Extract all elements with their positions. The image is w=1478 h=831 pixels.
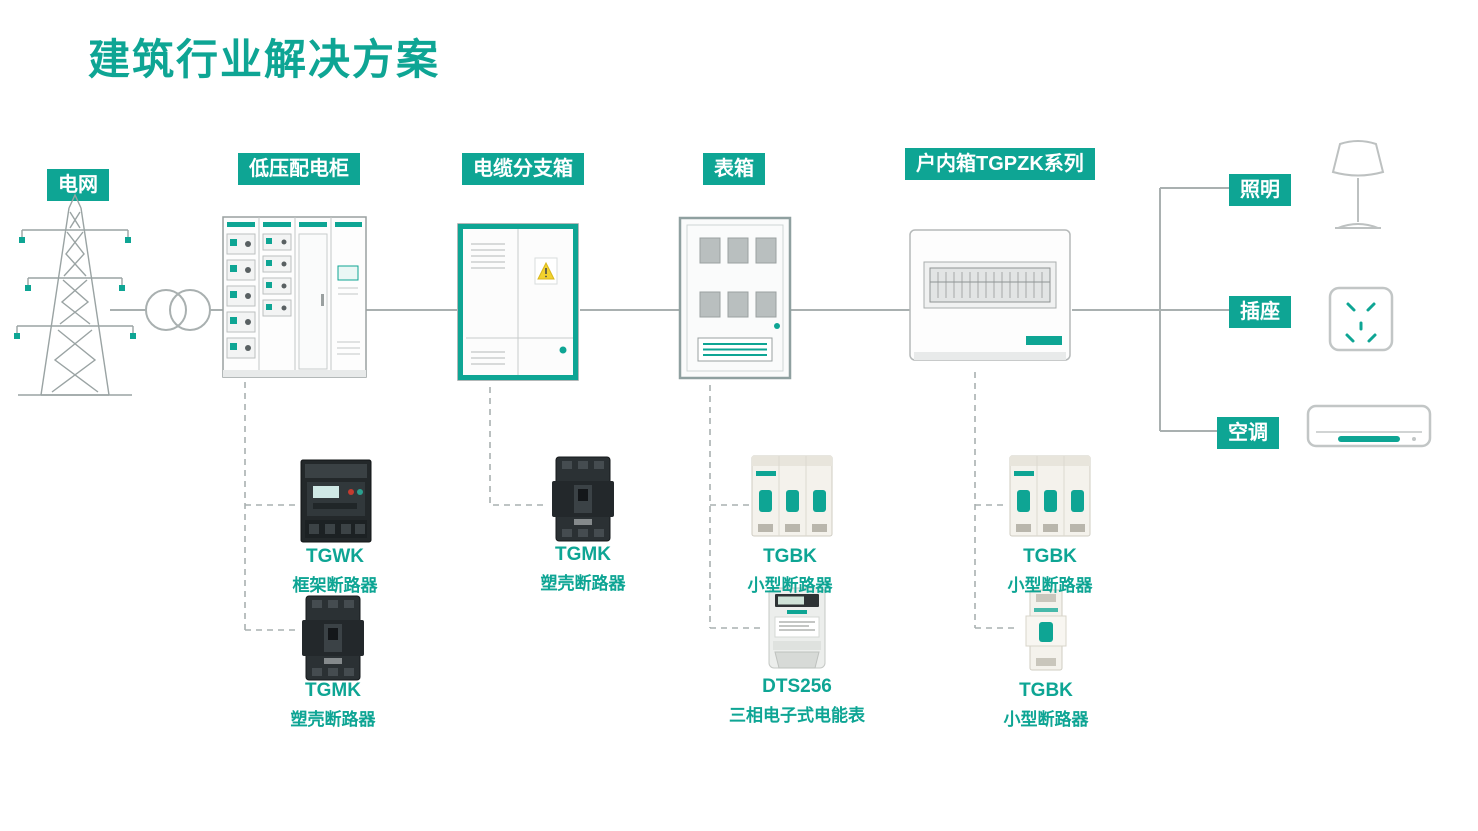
air-conditioner-icon (1306, 404, 1432, 452)
stage-label-meter-box: 表箱 (703, 153, 765, 185)
product-image-dts256 (765, 586, 829, 676)
cable-branch-box-illustration (455, 218, 581, 386)
product-name: TGWK (305, 546, 365, 567)
product-label-tgbk-2: TGBK 小型断路器 (970, 546, 1130, 596)
product-desc: 三相电子式电能表 (729, 706, 865, 725)
product-name: TGMK (555, 544, 611, 565)
product-desc: 小型断路器 (747, 576, 833, 595)
lv-cabinet-illustration (222, 214, 367, 382)
product-desc: 小型断路器 (1003, 710, 1089, 729)
meter-box-illustration (678, 216, 792, 384)
product-image-tgbk-3 (1016, 586, 1076, 674)
product-desc: 塑壳断路器 (540, 574, 626, 593)
indoor-box-illustration (908, 226, 1074, 368)
product-name: TGBK (1023, 546, 1077, 567)
product-image-tgmk-1 (300, 594, 366, 682)
transformer-icon (142, 287, 214, 333)
product-name: TGBK (1019, 680, 1073, 701)
product-image-tgbk-2 (1006, 450, 1094, 542)
product-name: TGBK (763, 546, 817, 567)
product-label-dts256: DTS256 三相电子式电能表 (707, 676, 887, 726)
product-desc: 塑壳断路器 (290, 710, 376, 729)
product-label-tgbk-3: TGBK 小型断路器 (966, 680, 1126, 730)
load-label-aircon: 空调 (1217, 417, 1279, 449)
product-image-tgwk (299, 456, 373, 546)
transmission-tower-icon (14, 192, 136, 410)
page-title: 建筑行业解决方案 (88, 36, 441, 83)
lamp-icon (1322, 138, 1394, 234)
stage-label-lv-cabinet: 低压配电柜 (238, 153, 360, 185)
load-label-lighting: 照明 (1229, 174, 1291, 206)
stage-label-grid: 电网 (47, 169, 109, 201)
socket-icon (1328, 286, 1394, 352)
load-label-socket: 插座 (1229, 296, 1291, 328)
product-name: TGMK (305, 680, 361, 701)
product-desc: 框架断路器 (292, 576, 378, 595)
product-label-tgbk-1: TGBK 小型断路器 (710, 546, 870, 596)
product-image-tgbk-1 (748, 450, 836, 542)
product-name: DTS256 (762, 676, 832, 697)
product-label-tgmk-2: TGMK 塑壳断路器 (503, 544, 663, 594)
product-label-tgwk: TGWK 框架断路器 (255, 546, 415, 596)
stage-label-indoor-box: 户内箱TGPZK系列 (905, 148, 1095, 180)
product-label-tgmk-1: TGMK 塑壳断路器 (253, 680, 413, 730)
product-image-tgmk-2 (550, 454, 616, 544)
stage-label-cable-box: 电缆分支箱 (462, 153, 584, 185)
product-desc: 小型断路器 (1007, 576, 1093, 595)
